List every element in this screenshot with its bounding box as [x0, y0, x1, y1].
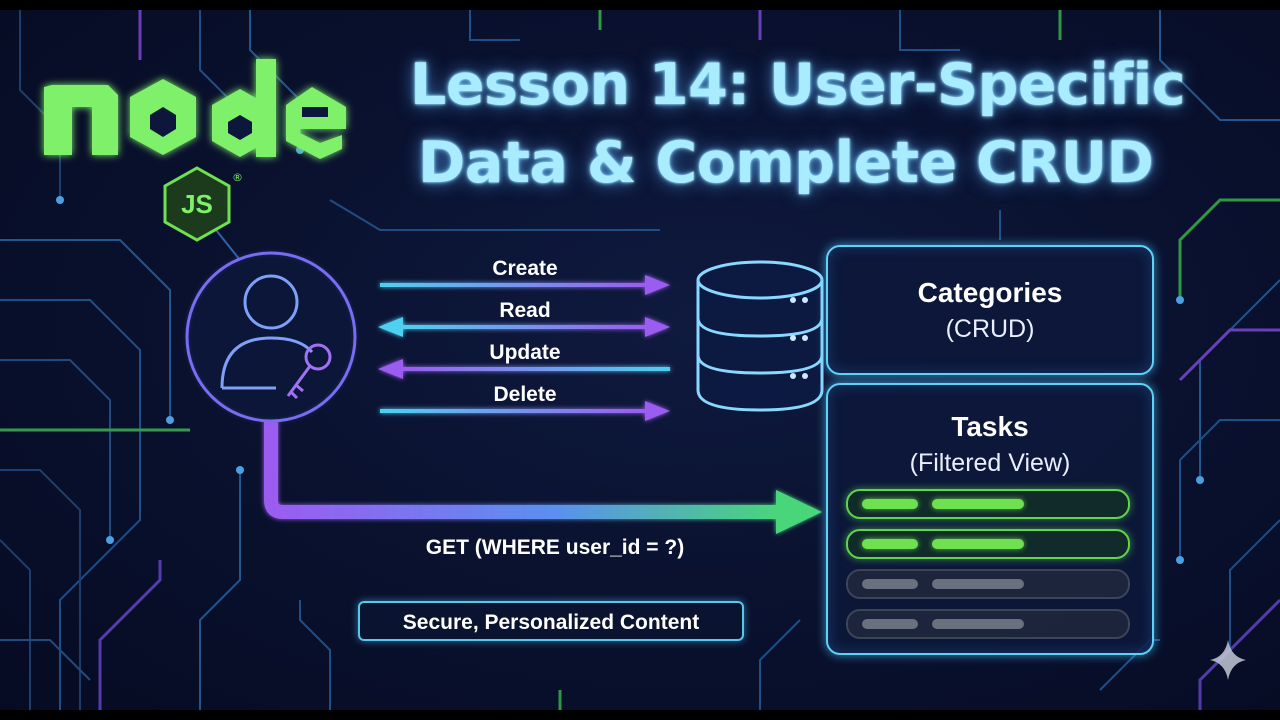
query-label: GET (WHERE user_id = ?)	[425, 536, 685, 559]
nodejs-registered-mark: ®	[232, 171, 243, 184]
task-bar-long	[932, 539, 1024, 549]
secure-content-badge: Secure, Personalized Content	[358, 601, 744, 641]
lesson-title-line-2: Data & Complete CRUD	[418, 130, 1154, 196]
letterbox-bottom	[0, 710, 1280, 720]
task-row	[846, 529, 1130, 559]
task-row	[846, 489, 1130, 519]
task-bar-short	[862, 539, 918, 549]
tasks-panel: Tasks (Filtered View)	[826, 383, 1154, 655]
lesson-title-line-1: Lesson 14: User-Specific	[410, 52, 1185, 118]
tasks-title: Tasks	[951, 411, 1029, 442]
crud-label-read: Read	[499, 299, 551, 322]
delete-arrow	[380, 401, 670, 421]
nodejs-logo: JS ®	[30, 45, 360, 245]
update-arrow	[378, 359, 670, 379]
nodejs-js-badge: JS	[181, 189, 213, 219]
task-bar-long	[932, 619, 1024, 629]
task-row	[846, 609, 1130, 639]
categories-panel: Categories (CRUD)	[826, 245, 1154, 375]
task-bar-short	[862, 499, 918, 509]
nodejs-logo-icon	[44, 59, 346, 242]
task-bar-short	[862, 619, 918, 629]
task-row	[846, 569, 1130, 599]
task-bar-short	[862, 579, 918, 589]
crud-label-delete: Delete	[493, 383, 557, 406]
task-bar-long	[932, 579, 1024, 589]
crud-label-create: Create	[492, 257, 558, 280]
user-key-icon	[185, 251, 357, 423]
read-arrow	[378, 317, 670, 337]
categories-subtitle: (CRUD)	[945, 315, 1035, 343]
sparkle-icon	[1210, 640, 1246, 680]
create-arrow	[380, 275, 670, 295]
tasks-subtitle: (Filtered View)	[909, 449, 1071, 477]
task-bar-long	[932, 499, 1024, 509]
filtered-query-arrow	[264, 420, 822, 534]
crud-label-update: Update	[489, 341, 561, 364]
letterbox-top	[0, 0, 1280, 10]
categories-title: Categories	[917, 277, 1063, 308]
